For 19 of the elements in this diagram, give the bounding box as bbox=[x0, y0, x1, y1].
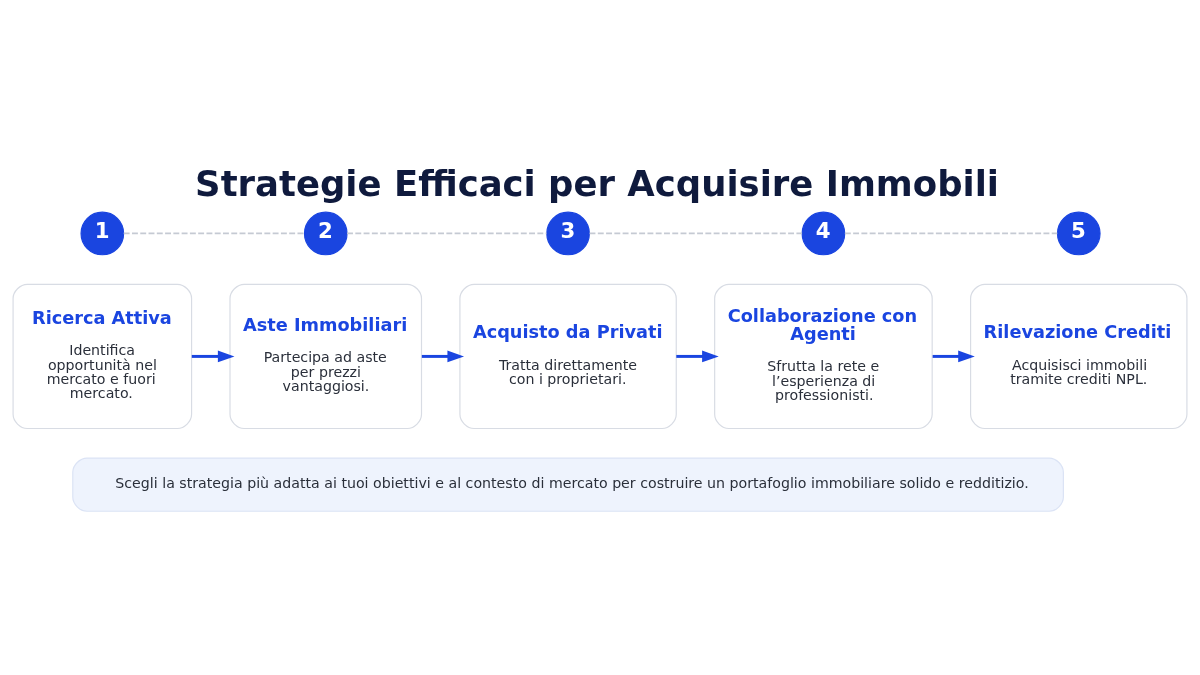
node-box: Collaborazione con Agenti Sfrutta la rete e l’esperienza di professionisti. bbox=[714, 283, 933, 430]
node-box: Aste Immobiliari Partecipa ad aste per prezzi vantaggiosi. bbox=[229, 283, 423, 430]
arrow bbox=[191, 350, 235, 363]
node-circle: 2 bbox=[303, 211, 348, 256]
node-circle: 1 bbox=[80, 211, 125, 256]
connector bbox=[843, 232, 1059, 235]
arrow bbox=[421, 350, 464, 363]
connector bbox=[122, 232, 306, 235]
arrow bbox=[932, 350, 975, 363]
node-box: Rilevazione Crediti Acquisisci immobili tramite crediti NPL. bbox=[970, 283, 1188, 430]
node-circle: 5 bbox=[1056, 211, 1101, 256]
connector bbox=[588, 232, 803, 235]
node-circle: 4 bbox=[801, 211, 846, 256]
arrow bbox=[676, 350, 719, 363]
node-box: Ricerca Attiva Identifica opportunità nel mercato e fuori mercato. bbox=[12, 283, 193, 430]
node-box: Scegli la strategia più adatta ai tuoi obiettivi e al contesto di mercato per costruire un portafoglio immobiliare solido e redditizio. bbox=[72, 457, 1064, 512]
node-circle: 3 bbox=[546, 211, 590, 256]
node-box: Acquisto da Privati Tratta direttamente con i proprietari. bbox=[459, 283, 677, 430]
diagram-title: Strategie Efficaci per Acquisire Immobili bbox=[195, 162, 1000, 204]
